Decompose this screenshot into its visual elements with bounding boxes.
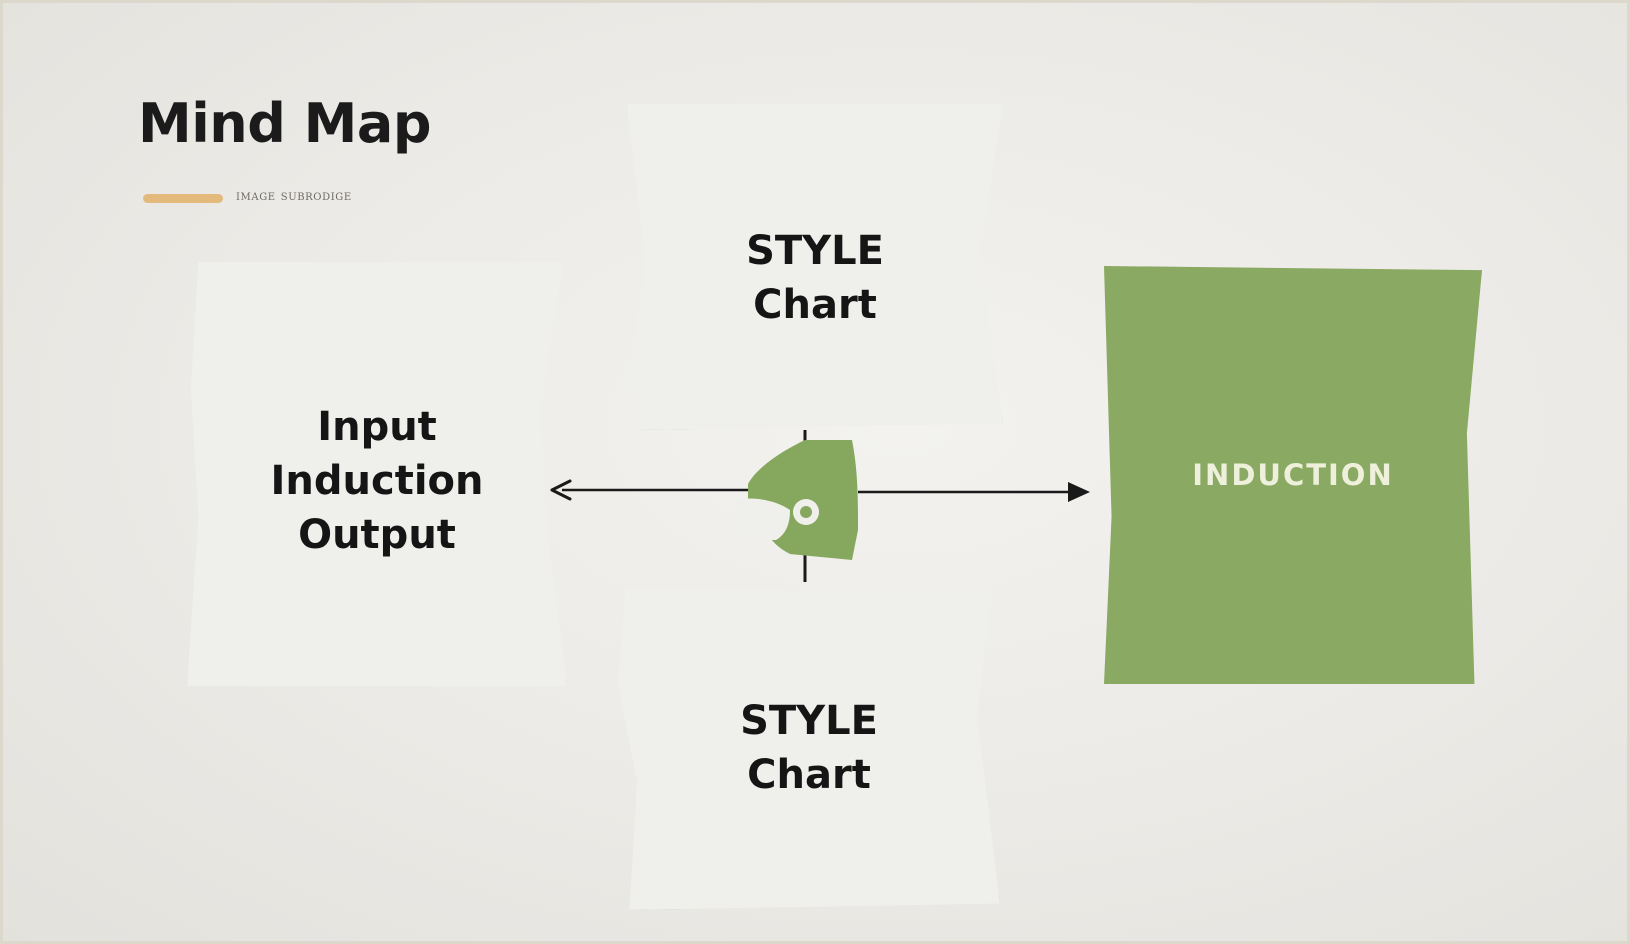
node-left-line-output: Output <box>298 512 456 558</box>
node-top-line-chart: Chart <box>753 282 877 328</box>
title-accent-bar <box>143 194 223 203</box>
puzzle-connector-icon <box>736 440 858 560</box>
node-induction: INDUCTION <box>1104 266 1482 684</box>
node-style-chart-top: STYLE Chart <box>627 104 1003 430</box>
node-bottom-line-style: STYLE <box>740 698 878 744</box>
node-left-line-input: Input <box>317 404 437 450</box>
subtitle: image subrodige <box>236 188 352 204</box>
node-bottom-label: STYLE Chart <box>618 694 1000 802</box>
node-top-label: STYLE Chart <box>627 224 1003 332</box>
node-top-line-style: STYLE <box>746 228 884 274</box>
node-left-label: Input Induction Output <box>187 400 567 562</box>
page-title: Mind Map <box>138 92 431 155</box>
node-left-line-induction: Induction <box>270 458 484 504</box>
arrow-right-icon <box>1068 482 1090 502</box>
node-style-chart-bottom: STYLE Chart <box>618 588 1000 910</box>
arrow-left-icon <box>550 479 572 501</box>
node-right-label: INDUCTION <box>1192 458 1394 492</box>
node-bottom-line-chart: Chart <box>747 752 871 798</box>
node-input-induction-output: Input Induction Output <box>187 262 567 686</box>
